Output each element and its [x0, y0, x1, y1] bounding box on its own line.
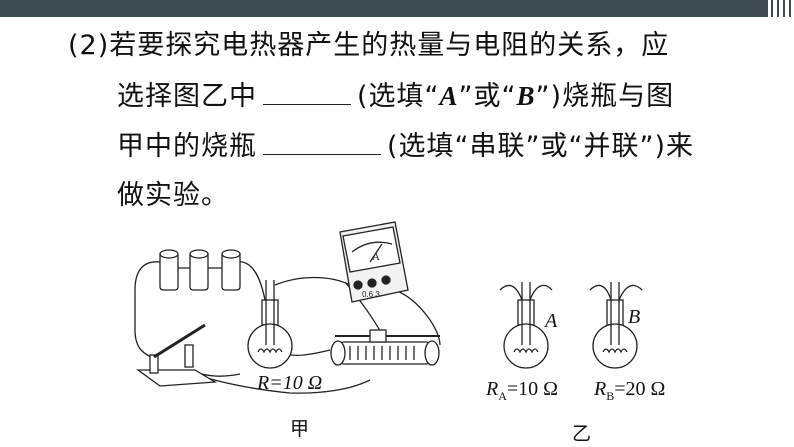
question-text: (选填“: [357, 81, 440, 112]
resistance-a-label: RA=10 Ω: [486, 378, 559, 403]
question-text: ”)烧瓶与图: [535, 81, 675, 112]
battery-pack: [159, 249, 241, 291]
question-text: (选填“串联”或“并联”)来: [387, 131, 695, 162]
heating-coil: [602, 348, 628, 354]
ammeter-needle: [369, 243, 383, 263]
question-line-4: 做实验。: [117, 178, 229, 214]
flask-b-label: B: [628, 306, 641, 328]
ammeter: [339, 221, 409, 303]
flask-bulb: [247, 323, 293, 369]
header-stripe: [771, 0, 773, 17]
figure-caption-right: 乙: [572, 423, 592, 445]
wire: [618, 284, 643, 301]
left-resistance-label: R=10 Ω: [257, 372, 323, 394]
wire: [589, 284, 612, 301]
rheostat: [330, 329, 440, 366]
ammeter-terminal: [381, 275, 391, 285]
option-b: B: [516, 81, 536, 111]
flask-left: [247, 280, 293, 369]
flask-bulb: [592, 323, 638, 369]
question-line-3: 甲中的烧瓶 (选填“串联”或“并联”)来: [117, 128, 694, 165]
question-text: 甲中的烧瓶: [117, 131, 257, 162]
battery-top: [221, 249, 241, 259]
resistance-b-label: RB=20 Ω: [594, 378, 666, 403]
wire: [199, 375, 371, 394]
answer-blank-2[interactable]: [263, 128, 381, 155]
flask-b: [589, 282, 643, 369]
ammeter-scale: [351, 241, 393, 253]
battery-top: [159, 249, 179, 259]
switch-post: [184, 344, 194, 368]
switch-post: [149, 354, 159, 374]
flask-a-label: A: [545, 310, 558, 332]
question-line-1: (2)若要探究电热器产生的热量与电阻的关系，应: [68, 28, 669, 64]
heating-coil: [513, 348, 539, 354]
question-text: 做实验。: [117, 180, 229, 211]
header-stripe: [777, 0, 779, 17]
rheostat-end: [424, 340, 440, 366]
wire: [499, 284, 523, 301]
question-line-2: 选择图乙中 (选填“A”或“B”)烧瓶与图: [117, 78, 674, 115]
rheostat-turns: [349, 346, 415, 360]
switch-blade: [153, 323, 206, 359]
ammeter-letter: A: [372, 251, 380, 263]
heating-coil: [257, 348, 283, 354]
header-stripe: [783, 0, 785, 17]
wire: [134, 261, 161, 361]
wire: [529, 284, 553, 301]
header-bar: [0, 0, 768, 17]
rheostat-slider: [369, 329, 387, 343]
rheostat-end: [330, 340, 346, 366]
figure-caption-left: 甲: [290, 418, 310, 440]
header-stripe: [789, 0, 791, 17]
answer-blank-1[interactable]: [263, 78, 351, 105]
flask-a: [499, 282, 553, 369]
battery-top: [189, 249, 209, 259]
question-text: (2)若要探究电热器产生的热量与电阻的关系，应: [68, 30, 670, 61]
wire: [274, 276, 351, 286]
ammeter-scale-label: 0.6 3: [362, 290, 380, 299]
header-decoration: [768, 0, 794, 17]
ammeter-terminal: [367, 278, 377, 288]
ammeter-terminal: [353, 280, 363, 290]
option-a: A: [439, 81, 459, 111]
ammeter-face: [342, 226, 401, 273]
knife-switch: [136, 323, 218, 387]
flask-bulb: [503, 323, 549, 369]
rheostat-coil: [339, 341, 431, 365]
question-text: 选择图乙中: [117, 81, 257, 112]
wire: [394, 289, 441, 346]
switch-base: [136, 369, 218, 387]
question-text: ”或“: [458, 81, 517, 112]
